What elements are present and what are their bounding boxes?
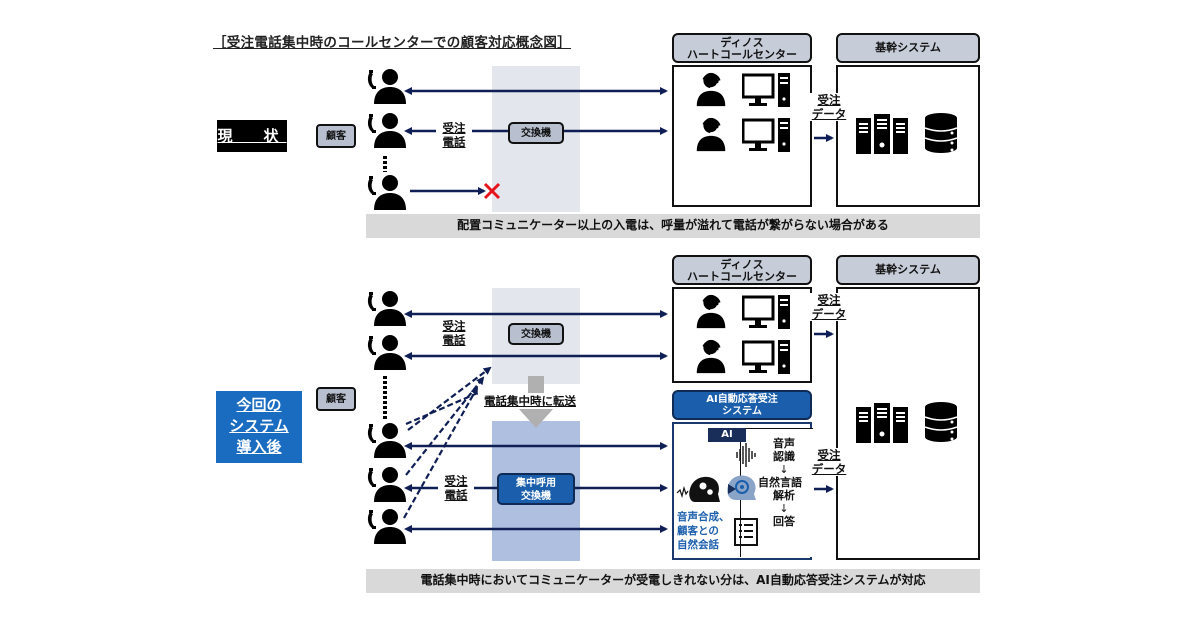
- transfer-label: 電話集中時に転送: [484, 393, 576, 409]
- ai-step-arrow: ↓: [779, 463, 789, 476]
- operator-headset-icon: [695, 337, 727, 375]
- operator-headset-icon: [695, 70, 727, 108]
- customer-phone-icon: [367, 335, 406, 370]
- customer-phone-icon: [367, 69, 406, 104]
- after-state-label: 今回の システム 導入後: [216, 391, 302, 463]
- document-list-icon: [734, 518, 758, 546]
- ai-side-line3: 自然会話: [677, 539, 719, 551]
- call-label-line2: 電話: [442, 333, 466, 347]
- call-label-after-top: 受注 電話: [436, 319, 472, 347]
- ai-step-analysis: 解析: [773, 489, 795, 502]
- database-icon: [924, 112, 958, 154]
- central-switch-line2: 交換機: [521, 491, 551, 502]
- order-data-label-after-bottom: 受注 データ: [806, 448, 852, 476]
- diagram-title: ［受注電話集中時のコールセンターでの顧客対応概念図］: [213, 35, 571, 51]
- ai-system-name-line1: AI自動応答受注: [706, 394, 778, 405]
- call-label-after-bottom: 受注 電話: [438, 474, 474, 502]
- ai-gear-head-icon: [727, 475, 756, 500]
- call-label-line2: 電話: [444, 488, 468, 502]
- ai-process-steps: 音声 認識 ↓ 自然言語 解析 ↓ 回答: [758, 437, 806, 528]
- order-data-line1: 受注: [817, 293, 841, 307]
- current-note: 配置コミュニケーター以上の入電は、呼量が溢れて電話が繋がらない場合がある: [366, 214, 980, 238]
- central-switch-line1: 集中呼用: [516, 478, 556, 489]
- call-center-header-after: ディノス ハートコールセンター: [672, 255, 812, 285]
- call-label-line2: 電話: [442, 135, 466, 149]
- ai-response-arrow: [728, 484, 736, 494]
- current-state-label: 現 状: [217, 120, 287, 152]
- ai-system-header: AI自動応答受注 システム: [672, 390, 812, 420]
- order-data-line1: 受注: [817, 448, 841, 462]
- fail-x-icon: [483, 182, 501, 200]
- customer-head-gears-icon: [676, 476, 720, 502]
- ai-step-answer: 回答: [773, 515, 795, 528]
- call-center-name-line1: ディノス: [720, 258, 764, 271]
- sound-wave-icon: [736, 443, 756, 467]
- call-label-line1: 受注: [442, 319, 466, 333]
- call-center-name-line2: ハートコールセンター: [687, 48, 797, 61]
- desktop-pc-icon: [742, 118, 792, 154]
- switch-box-current: 交換機: [508, 122, 564, 144]
- ai-tag: AI: [708, 428, 746, 442]
- operator-headset-icon: [695, 115, 727, 153]
- ai-side-line1: 音声合成、: [677, 511, 730, 523]
- call-center-header-current: ディノス ハートコールセンター: [672, 33, 812, 63]
- order-data-line2: データ: [811, 307, 847, 321]
- switch-box-after: 交換機: [508, 323, 564, 345]
- order-data-line2: データ: [811, 107, 847, 121]
- order-data-label-current: 受注 データ: [806, 93, 852, 121]
- server-icon: [856, 114, 908, 154]
- desktop-pc-icon: [742, 295, 792, 331]
- overflow-dashed-arrows: [403, 366, 492, 519]
- after-label-line3: 導入後: [236, 438, 282, 456]
- operator-headset-icon: [695, 292, 727, 330]
- call-center-name-line1: ディノス: [720, 36, 764, 49]
- core-system-header-current: 基幹システム: [836, 33, 980, 63]
- core-system-header-after: 基幹システム: [836, 255, 980, 285]
- customer-phone-icon: [367, 509, 406, 544]
- customer-phone-icon: [367, 113, 406, 148]
- call-label-current: 受注 電話: [436, 121, 472, 149]
- desktop-pc-icon: [742, 73, 792, 109]
- order-data-label-after-top: 受注 データ: [806, 293, 852, 321]
- customer-tag-current: 顧客: [316, 124, 356, 148]
- customer-phone-icon: [367, 291, 406, 326]
- ai-step-recognition: 認識: [773, 450, 795, 463]
- server-icon: [856, 403, 908, 443]
- customer-phone-icon: [367, 467, 406, 502]
- ai-step-arrow2: ↓: [779, 502, 789, 515]
- customer-phone-icon: [367, 175, 406, 210]
- central-switch-box: 集中呼用 交換機: [497, 473, 575, 505]
- order-data-line1: 受注: [817, 93, 841, 107]
- call-label-line1: 受注: [442, 121, 466, 135]
- ai-process-panel: [740, 428, 813, 557]
- order-data-line2: データ: [811, 462, 847, 476]
- call-center-name-line2: ハートコールセンター: [687, 270, 797, 283]
- ai-step-speech: 音声: [773, 437, 795, 450]
- after-label-line1: 今回の: [236, 396, 282, 414]
- customer-tag-after: 顧客: [316, 387, 356, 411]
- after-note: 電話集中時においてコミュニケーターが受電しきれない分は、AI自動応答受注システム…: [366, 569, 980, 593]
- customer-phone-icon: [367, 423, 406, 458]
- desktop-pc-icon: [742, 340, 792, 376]
- ai-side-line2: 顧客との: [677, 525, 719, 537]
- ai-synthesis-text: 音声合成、 顧客との 自然会話: [677, 510, 730, 552]
- call-label-line1: 受注: [444, 474, 468, 488]
- after-label-line2: システム: [229, 417, 289, 435]
- database-icon: [924, 401, 958, 443]
- ai-system-name-line2: システム: [722, 406, 762, 417]
- ai-step-nlp: 自然言語: [758, 476, 802, 489]
